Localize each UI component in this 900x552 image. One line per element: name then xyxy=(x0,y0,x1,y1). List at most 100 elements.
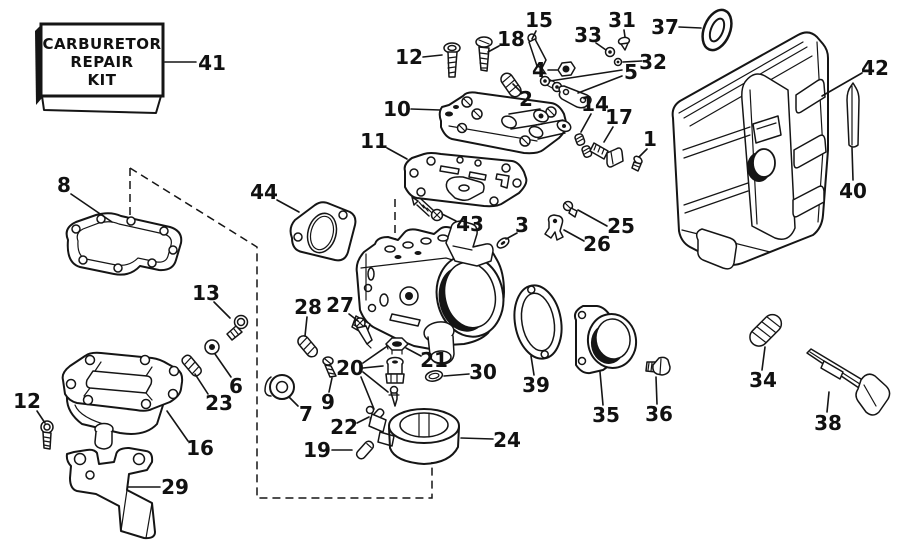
callout-33: 33 xyxy=(574,23,602,47)
leader-20 xyxy=(362,371,389,393)
leader-27 xyxy=(348,313,359,322)
leader-16 xyxy=(166,410,189,442)
callout-15: 15 xyxy=(525,8,553,32)
leader-31 xyxy=(623,29,626,38)
leader-32 xyxy=(622,60,643,63)
leader-9 xyxy=(328,377,333,393)
callout-8: 8 xyxy=(57,173,71,197)
leader-20 xyxy=(362,346,387,364)
leader-14 xyxy=(580,113,592,133)
callout-36: 36 xyxy=(645,402,673,426)
callout-39: 39 xyxy=(522,373,550,397)
leader-5 xyxy=(577,75,623,94)
leader-3 xyxy=(505,232,518,240)
leader-2 xyxy=(512,83,522,93)
part-float-bowl xyxy=(61,351,184,450)
part-screw-25 xyxy=(562,200,578,218)
leader-24 xyxy=(460,437,494,440)
callout-42: 42 xyxy=(861,56,889,80)
part-valve-seat-20 xyxy=(385,356,405,384)
leader-5 xyxy=(549,69,623,82)
callout-32: 32 xyxy=(639,50,667,74)
callout-38: 38 xyxy=(814,411,842,435)
callout-43: 43 xyxy=(456,212,484,236)
leader-18 xyxy=(487,45,500,53)
callout-1: 1 xyxy=(643,127,657,151)
leader-23 xyxy=(194,373,209,395)
leader-17 xyxy=(603,126,614,143)
part-screw-9 xyxy=(322,356,337,378)
callout-28: 28 xyxy=(294,295,322,319)
part-grommet xyxy=(701,8,733,52)
leader-35 xyxy=(599,371,604,406)
part-washer-3 xyxy=(496,237,510,249)
callout-25: 25 xyxy=(607,214,635,238)
callout-14: 14 xyxy=(581,92,609,116)
callout-26: 26 xyxy=(583,232,611,256)
part-float xyxy=(365,405,460,465)
part-gasket-39 xyxy=(513,284,563,360)
part-plug-30 xyxy=(424,370,444,382)
callout-35: 35 xyxy=(592,403,620,427)
leader-42 xyxy=(821,72,863,97)
callout-10: 10 xyxy=(383,97,411,121)
callout-31: 31 xyxy=(608,8,636,32)
leader-25 xyxy=(577,209,608,227)
part-spring-2 xyxy=(500,72,522,98)
callout-4: 4 xyxy=(532,58,546,82)
part-bracket-29 xyxy=(65,447,156,540)
callout-30: 30 xyxy=(469,360,497,384)
leader-37 xyxy=(678,26,702,29)
part-screw-31 xyxy=(617,36,631,51)
leader-8 xyxy=(70,193,113,223)
part-gasket-8 xyxy=(65,212,183,276)
part-spring-28 xyxy=(297,335,319,358)
leader-28 xyxy=(304,316,308,337)
part-top-cover xyxy=(438,91,572,155)
callout-12: 12 xyxy=(13,389,41,413)
callout-12: 12 xyxy=(395,45,423,69)
part-clip-26 xyxy=(544,214,564,241)
callout-23: 23 xyxy=(205,391,233,415)
callout-24: 24 xyxy=(493,428,521,452)
part-nut-4 xyxy=(557,61,576,77)
callout-17: 17 xyxy=(605,105,633,129)
part-cover-gasket xyxy=(403,152,528,208)
callout-34: 34 xyxy=(749,368,777,392)
part-choke-knob-screw xyxy=(806,348,891,416)
leader-7 xyxy=(288,396,299,407)
part-ferrules-14 xyxy=(574,133,593,158)
leader-12 xyxy=(422,54,443,58)
part-needle-screw-15 xyxy=(527,33,547,75)
leader-36 xyxy=(655,376,658,405)
leader-20 xyxy=(360,376,375,410)
part-spring-screw-43 xyxy=(411,196,444,222)
part-washer-6 xyxy=(204,339,220,355)
leader-1 xyxy=(638,148,648,158)
part-screw-18 xyxy=(475,36,493,72)
part-gasket-44 xyxy=(289,201,357,262)
leader-33 xyxy=(595,42,607,51)
leader-20 xyxy=(362,365,384,369)
part-screw-36 xyxy=(645,356,671,376)
part-carburetor-body xyxy=(351,220,505,365)
part-nut-21 xyxy=(385,337,409,355)
part-screw-1 xyxy=(631,155,643,172)
callout-11: 11 xyxy=(360,129,388,153)
leader-30 xyxy=(443,373,470,377)
callout-22: 22 xyxy=(330,415,358,439)
part-screw-17 xyxy=(589,142,624,168)
callout-27: 27 xyxy=(326,293,354,317)
callout-44: 44 xyxy=(250,180,278,204)
leader-10 xyxy=(410,108,441,111)
leader-43 xyxy=(441,213,457,222)
part-inlet-needle-20 xyxy=(388,385,400,407)
part-hinge-pin-19 xyxy=(355,440,375,460)
part-screw-13 xyxy=(226,314,249,341)
leader-22 xyxy=(356,416,370,424)
leader-15 xyxy=(531,30,537,40)
callout-40: 40 xyxy=(839,179,867,203)
callout-16: 16 xyxy=(186,436,214,460)
